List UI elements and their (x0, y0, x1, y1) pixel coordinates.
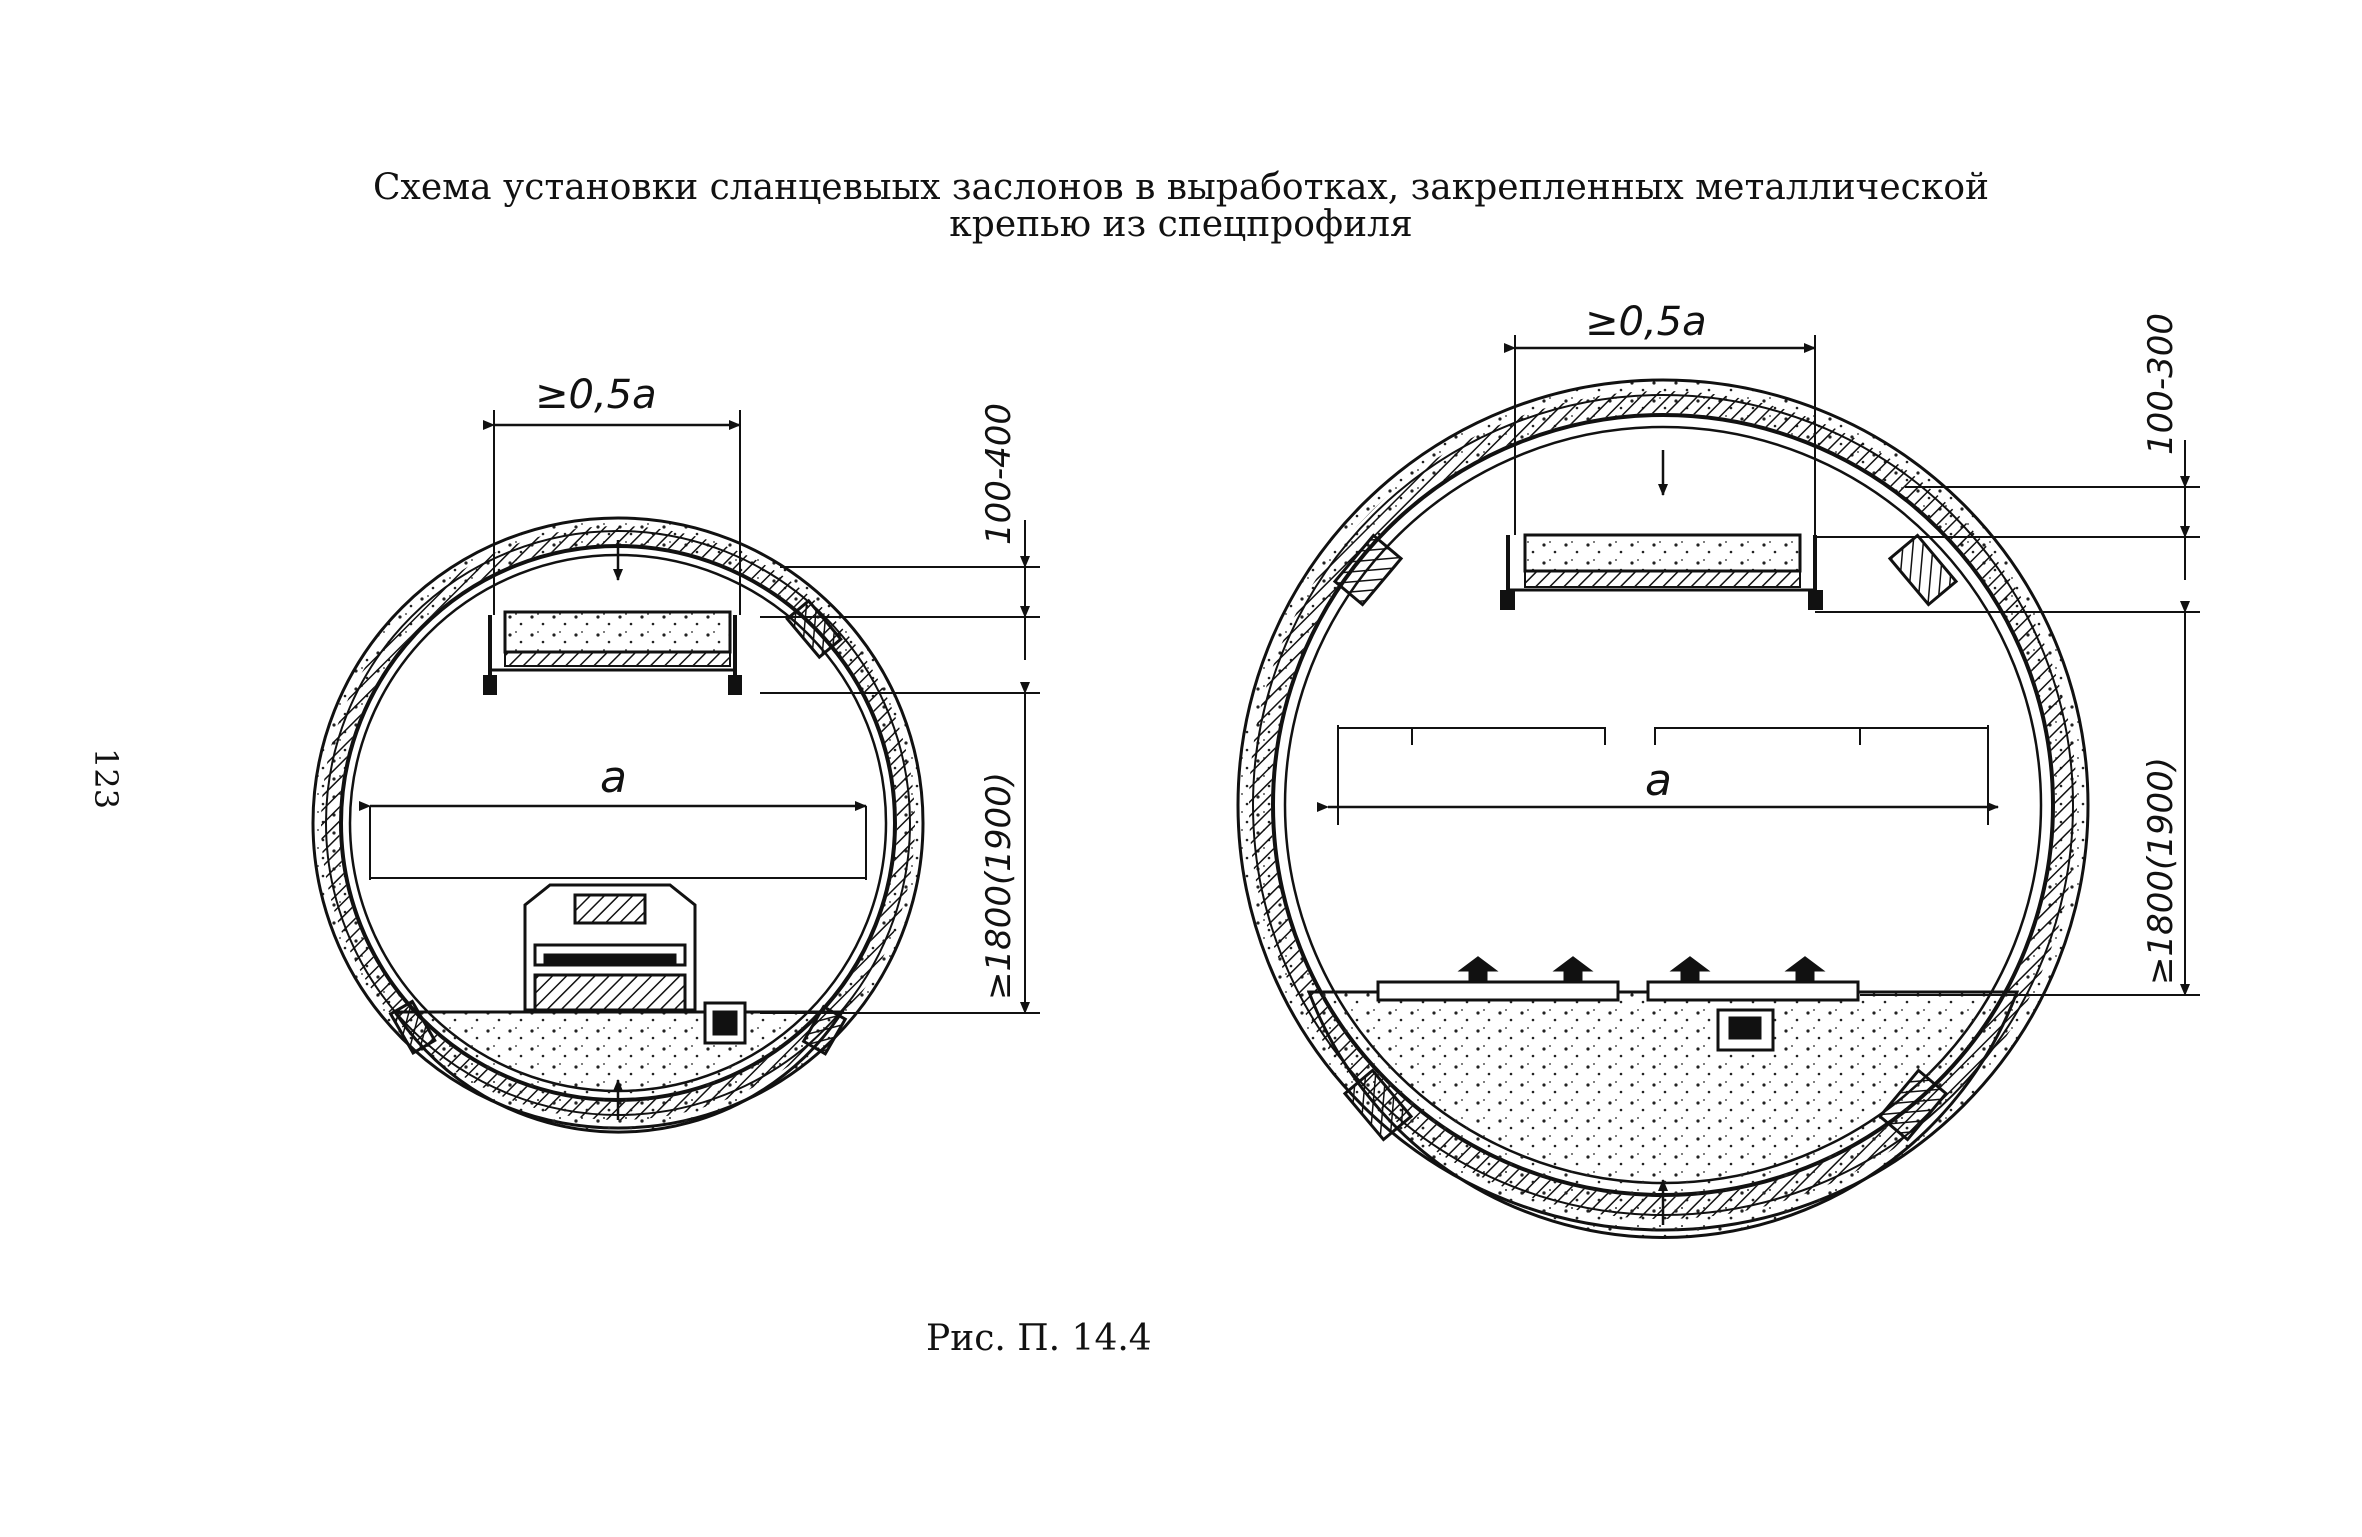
left-mine-car (523, 883, 747, 1045)
right-gap-dimension-label: 100-300 (2141, 313, 2181, 455)
figure-caption: Рис. П. 14.4 (926, 1318, 1152, 1359)
title-line-1: Схема установки сланцевыых заслонов в вы… (372, 167, 1989, 208)
right-vertical-dimensions (1815, 440, 2200, 996)
right-height-dimension-label: ≥1800(1900) (2141, 757, 2181, 985)
right-width-label: a (1645, 755, 1672, 806)
right-tunnel-section: a ≥0,5a 100-300 ≥1800(1900) (1236, 299, 2200, 1239)
title-line-2: крепью из спецпрофиля (949, 204, 1413, 245)
left-shale-barrier (483, 610, 742, 695)
right-joint-clamp (1332, 533, 1404, 607)
left-height-dimension-label: ≥1800(1900) (979, 772, 1019, 1000)
left-top-dimension-label: ≥0,5a (535, 372, 657, 418)
left-joint-clamp (785, 598, 843, 660)
right-top-dimension-label: ≥0,5a (1585, 299, 1707, 345)
left-vertical-dimensions (760, 520, 1040, 1014)
left-tunnel-section: a ≥0,5a 100-400 ≥1800(1900) (311, 372, 1040, 1134)
right-shale-barrier (1500, 533, 1823, 610)
right-track (1376, 956, 1860, 1052)
left-gap-dimension-label: 100-400 (979, 403, 1019, 545)
left-width-label: a (600, 752, 627, 803)
